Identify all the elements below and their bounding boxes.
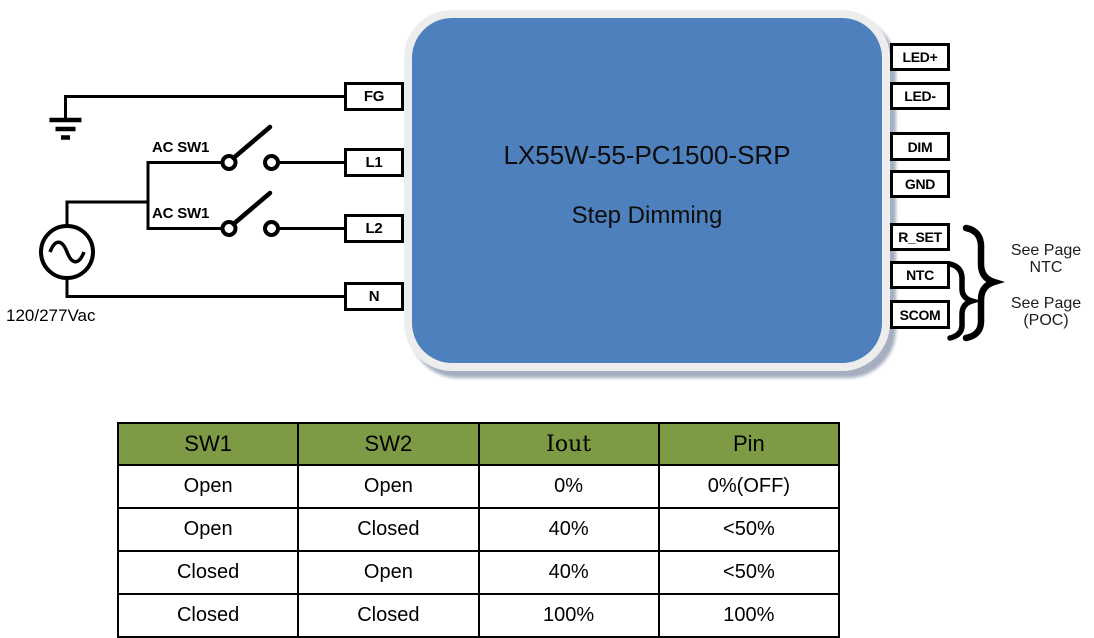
table-row: Open Open 0% 0%(OFF) — [116, 464, 841, 509]
col-header-iout: Iout — [477, 422, 660, 466]
cell-iout: 40% — [477, 507, 660, 552]
switch-sw2-icon — [220, 190, 280, 237]
driver-mode-label: Step Dimming — [571, 202, 723, 229]
switch2-label: AC SW1 — [152, 205, 210, 222]
terminal-l1: L1 — [344, 148, 404, 177]
brace-large-icon — [962, 224, 1006, 342]
col-header-sw2: SW2 — [297, 422, 480, 466]
annotation-ntc-line1: See Page — [1010, 242, 1082, 259]
cell-iout: 100% — [477, 593, 660, 638]
terminal-gnd: GND — [890, 170, 950, 198]
cell-sw1: Closed — [116, 593, 300, 638]
table-row: Closed Closed 100% 100% — [116, 593, 841, 638]
terminal-scom: SCOM — [890, 300, 950, 329]
terminal-ntc-label: NTC — [906, 267, 934, 283]
cell-sw2: Open — [297, 550, 480, 595]
cell-sw1: Closed — [116, 550, 300, 595]
terminal-l1-label: L1 — [365, 154, 383, 171]
cell-iout: 0% — [477, 464, 660, 509]
ac-source-voltage-label: 120/277Vac — [6, 306, 96, 325]
annotation-ntc-line2: NTC — [1029, 259, 1063, 276]
terminal-led-minus-label: LED- — [904, 88, 936, 104]
terminal-led-plus: LED+ — [890, 43, 950, 71]
terminal-led-plus-label: LED+ — [902, 49, 938, 65]
cell-sw2: Open — [297, 464, 480, 509]
terminal-gnd-label: GND — [904, 176, 936, 192]
terminal-n-label: N — [368, 288, 380, 305]
cell-sw1: Open — [116, 507, 300, 552]
terminal-ntc: NTC — [890, 261, 950, 289]
table-row: Closed Open 40% <50% — [116, 550, 841, 595]
driver-block-fill — [412, 18, 882, 363]
switch-sw1-icon — [220, 124, 280, 171]
col-header-sw1: SW1 — [116, 422, 300, 466]
terminal-dim: DIM — [890, 132, 950, 161]
annotation-poc-line1: See Page — [1010, 295, 1082, 312]
terminal-rset-label: R_SET — [898, 229, 942, 245]
cell-pin: <50% — [657, 550, 841, 595]
cell-iout: 40% — [477, 550, 660, 595]
ground-icon — [49, 96, 82, 140]
switch1-label: AC SW1 — [152, 139, 210, 156]
cell-sw1: Open — [116, 464, 300, 509]
ac-source-icon — [39, 224, 95, 280]
terminal-rset: R_SET — [890, 223, 950, 251]
cell-pin: 100% — [657, 593, 841, 638]
cell-pin: 0%(OFF) — [657, 464, 841, 509]
terminal-n: N — [344, 282, 404, 311]
schematic-wiring — [39, 95, 1006, 342]
annotation-see-page-ntc: See Page NTC — [996, 242, 1094, 276]
col-header-pin: Pin — [657, 422, 841, 466]
terminal-dim-label: DIM — [907, 138, 933, 155]
terminal-fg-label: FG — [363, 88, 385, 105]
table-header-row: SW1 SW2 Iout Pin — [116, 422, 841, 466]
annotation-see-page-poc: See Page (POC) — [996, 295, 1094, 329]
terminal-l2-label: L2 — [365, 220, 383, 237]
cell-sw2: Closed — [297, 507, 480, 552]
terminal-l2: L2 — [344, 214, 404, 243]
cell-pin: <50% — [657, 507, 841, 552]
terminal-scom-label: SCOM — [899, 306, 941, 323]
terminal-fg: FG — [344, 82, 404, 111]
step-dimming-table: SW1 SW2 Iout Pin Open Open 0% 0%(OFF) Op… — [116, 422, 841, 638]
wires — [64, 95, 346, 298]
brace-small-icon — [947, 261, 982, 341]
terminal-led-minus: LED- — [890, 82, 950, 110]
annotation-poc-line2: (POC) — [1023, 312, 1069, 329]
cell-sw2: Closed — [297, 593, 480, 638]
driver-model-label: LX55W-55-PC1500-SRP — [503, 140, 791, 170]
driver-block: LX55W-55-PC1500-SRP Step Dimming — [404, 10, 890, 371]
table-row: Open Closed 40% <50% — [116, 507, 841, 552]
